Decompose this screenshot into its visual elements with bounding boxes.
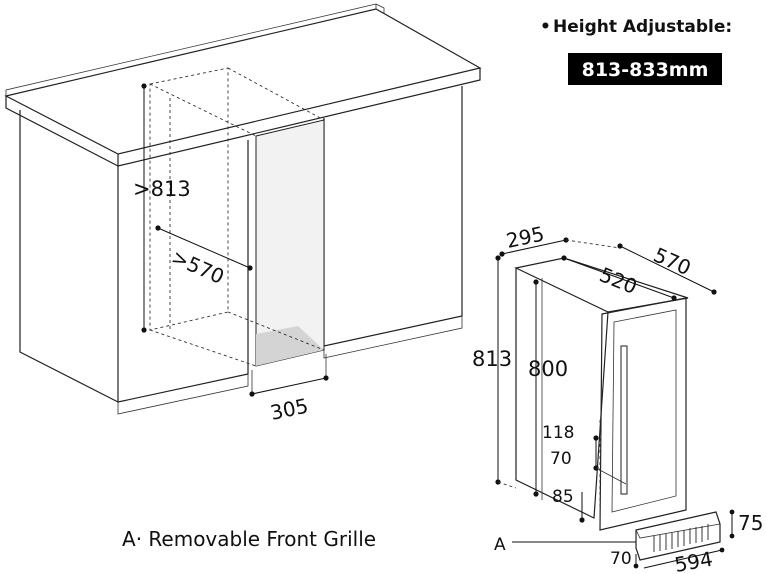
caption-text: Removable Front Grille <box>142 527 376 551</box>
grille-depth-label: 70 <box>610 549 632 569</box>
cooler-total-depth-label: 570 <box>650 243 695 280</box>
cooler-depth-label: 520 <box>596 262 640 299</box>
cabinet-width-dot-right <box>323 375 329 381</box>
left-cabinet-side <box>19 110 119 403</box>
recess-floor-shadow <box>256 326 324 366</box>
grille-label-a: A <box>494 535 506 555</box>
caption-separator: · <box>136 527 142 551</box>
dim-118-label: 118 <box>542 423 574 443</box>
cabinet-depth-dot-back <box>155 225 161 231</box>
door-handle <box>620 345 628 495</box>
cooler-depth-dot-back <box>561 255 567 261</box>
recess-depth-lines <box>149 67 325 367</box>
cabinet-height-label: >813 <box>133 177 191 201</box>
grille-depth-dot <box>633 563 639 569</box>
dim-70-leader <box>595 467 627 485</box>
grille-caption: A· Removable Front Grille <box>122 527 376 551</box>
grille-top <box>635 523 721 539</box>
grille-body <box>635 511 721 561</box>
height-badge-bg <box>568 53 722 85</box>
cooler-height-total-dot-top <box>495 255 501 261</box>
right-cabinet-front <box>323 86 463 347</box>
grille-width-dot <box>719 547 725 553</box>
cabinet-height-dot-bottom <box>141 327 147 333</box>
kitchen-cabinet-drawing: >813 >570 305 <box>4 3 482 425</box>
countertop-top <box>4 8 482 155</box>
countertop-left-edge <box>5 96 119 167</box>
grille-width-label: 594 <box>673 547 715 574</box>
front-grille-drawing: A 75 70 594 <box>494 509 763 574</box>
cooler-width-dot-left <box>499 251 505 257</box>
cooler-total-line <box>619 245 715 293</box>
cooler-total-dot-front <box>711 289 717 295</box>
cabinet-width-line <box>251 377 327 395</box>
backsplash <box>5 3 385 96</box>
caption-prefix: A <box>122 527 136 551</box>
grille-width-line <box>643 549 723 569</box>
dim-85-dot <box>579 517 585 523</box>
cooler-door-glass <box>611 309 677 513</box>
grille-height-label: 75 <box>738 511 763 535</box>
cooler-height-total-label: 813 <box>472 347 512 371</box>
cooler-door-frame <box>599 297 687 531</box>
wine-cooler-drawing: 295 520 570 813 800 118 70 85 <box>472 221 717 531</box>
cooler-height-ext <box>497 481 517 489</box>
grille-height-dot-top <box>729 509 735 515</box>
dim-70-side-label: 70 <box>550 449 572 469</box>
cooler-depth-dot-front <box>671 295 677 301</box>
dim-118-dot <box>593 435 599 441</box>
height-badge-text: 813-833mm <box>582 59 709 81</box>
cabinet-depth-label: >570 <box>168 245 228 289</box>
cabinet-width-label: 305 <box>268 393 310 424</box>
cooler-total-ext <box>565 239 621 249</box>
height-adjustable-header: • Height Adjustable: 813-833mm <box>540 17 732 85</box>
cooler-height-body-label: 800 <box>528 357 568 381</box>
cooler-width-line <box>501 239 567 255</box>
cooler-height-body-dot-bottom <box>533 491 539 497</box>
grille-slots <box>653 524 709 552</box>
header-title: Height Adjustable: <box>553 17 732 37</box>
cooler-width-label: 295 <box>504 221 546 252</box>
grille-height-dot-bottom <box>729 533 735 539</box>
cooler-total-dot-back <box>617 243 623 249</box>
cabinet-depth-dot-front <box>247 265 253 271</box>
dim-85-label: 85 <box>552 487 574 507</box>
cooler-height-body-dot-top <box>533 279 539 285</box>
left-cabinet-front <box>117 140 249 403</box>
cooler-depth-line <box>563 257 675 299</box>
cabinet-height-dot-top <box>141 83 147 89</box>
cooler-top <box>514 257 689 313</box>
cabinet-width-dot-left <box>249 391 255 397</box>
right-cabinet-kick <box>323 316 463 359</box>
header-bullet: • <box>540 17 551 37</box>
cabinet-depth-line <box>157 227 251 269</box>
countertop-front-edge <box>117 68 481 167</box>
left-cabinet-kick <box>117 374 249 415</box>
